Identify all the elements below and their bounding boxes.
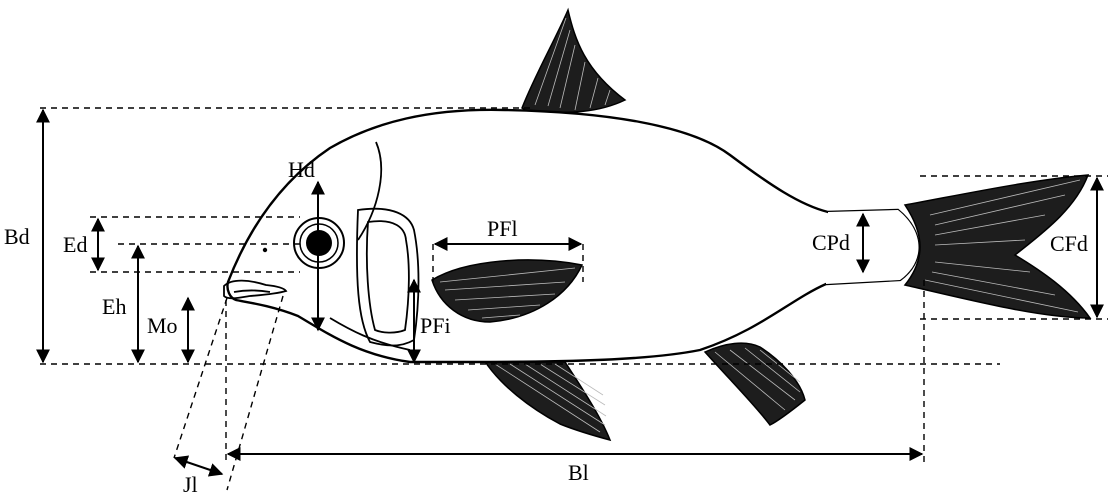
label-eh: Eh <box>102 294 126 319</box>
pelvic-fin <box>484 360 610 440</box>
label-jl: Jl <box>183 472 198 496</box>
label-pfi: PFi <box>420 313 451 338</box>
label-hd: Hd <box>288 157 315 182</box>
label-ed: Ed <box>63 232 87 257</box>
dorsal-fin <box>522 10 625 112</box>
label-bl: Bl <box>568 460 589 485</box>
label-cfd: CFd <box>1050 231 1088 256</box>
anal-fin <box>705 343 805 425</box>
label-mo: Mo <box>147 313 178 338</box>
label-cpd: CPd <box>812 230 850 255</box>
label-pfl: PFl <box>487 216 518 241</box>
label-bd: Bd <box>4 224 30 249</box>
